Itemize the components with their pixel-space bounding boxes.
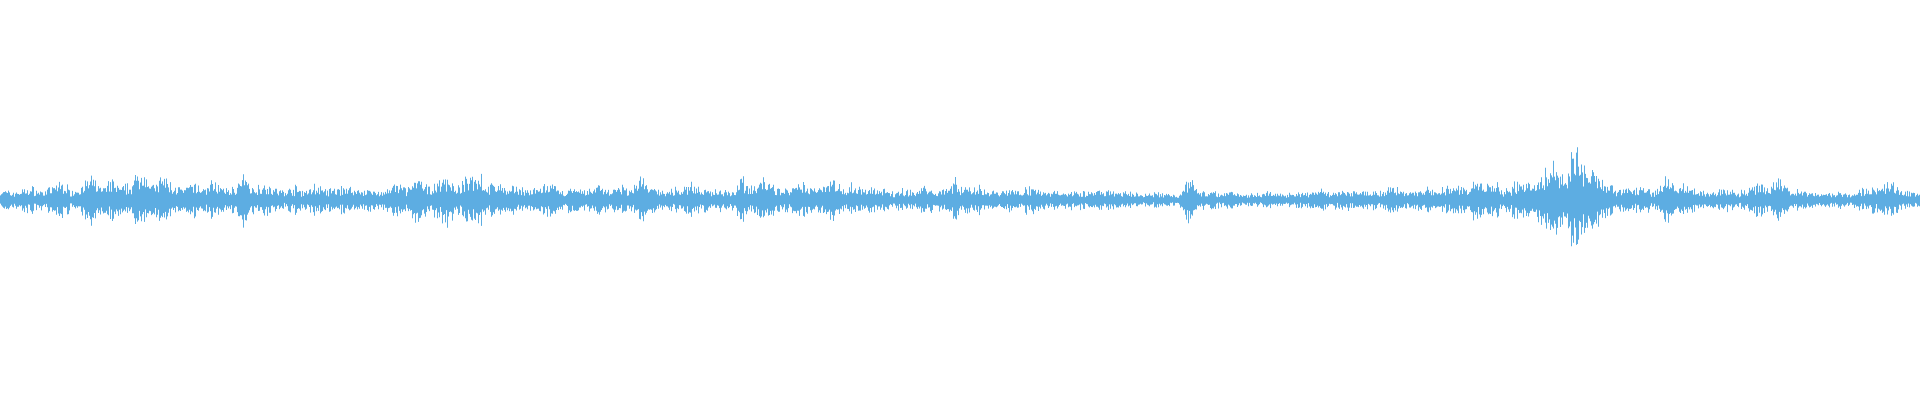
waveform-samples	[0, 147, 1920, 247]
waveform-path	[0, 147, 1920, 247]
